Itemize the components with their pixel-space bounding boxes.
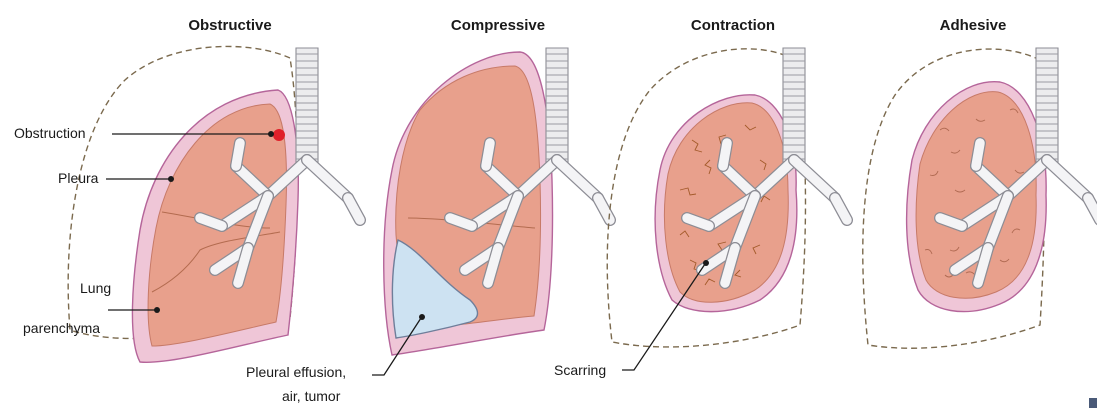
panel-obstructive: Obstruction Pleura Lung parenchyma (14, 46, 360, 362)
panel-adhesive (863, 48, 1097, 348)
label-lung-line2: parenchyma (23, 320, 100, 336)
title-obstructive: Obstructive (188, 17, 271, 34)
label-effusion-line1: Pleural effusion, (246, 364, 346, 380)
label-lung-line1: Lung (80, 280, 111, 296)
title-compressive: Compressive (451, 17, 545, 34)
corner-marker (1089, 398, 1097, 408)
panel-contraction: Scarring (554, 48, 847, 378)
label-obstruction: Obstruction (14, 125, 86, 141)
title-contraction: Contraction (691, 17, 775, 34)
label-pleura: Pleura (58, 170, 99, 186)
obstruction-mark (273, 129, 285, 141)
label-effusion-line2: air, tumor (282, 388, 341, 404)
label-scarring: Scarring (554, 362, 606, 378)
title-adhesive: Adhesive (940, 17, 1007, 34)
